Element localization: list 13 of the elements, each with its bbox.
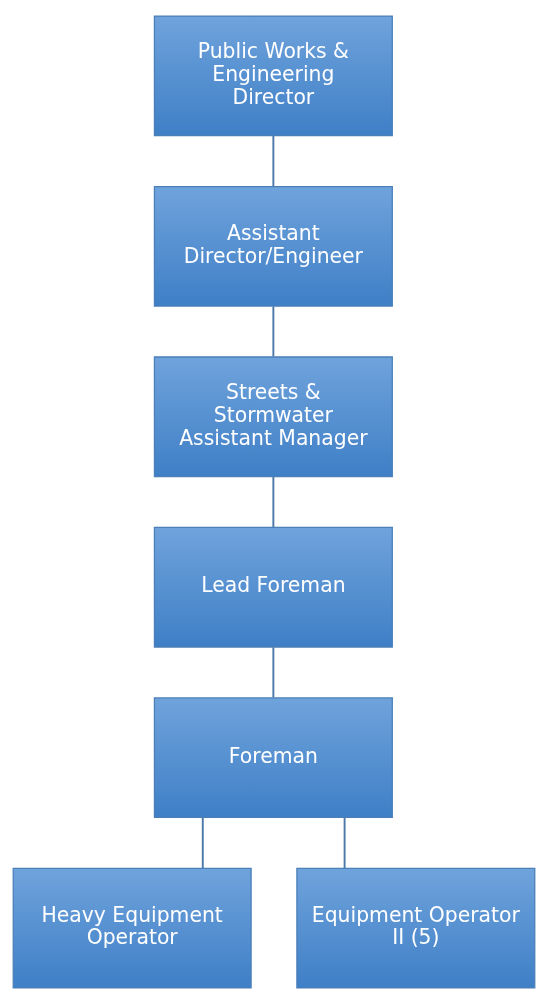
node-box: Assistant Director/Engineer — [153, 185, 393, 307]
node-box: Foreman — [153, 696, 393, 818]
node-box: Equipment Operator II (5) — [296, 867, 536, 989]
connector — [201, 816, 204, 869]
node-box: Lead Foreman — [153, 526, 393, 648]
node-box: Streets & Stormwater Assistant Manager — [153, 355, 393, 477]
connector — [272, 645, 275, 698]
connector — [272, 134, 275, 187]
connector — [272, 475, 275, 528]
node-box: Heavy Equipment Operator — [12, 867, 252, 989]
connector — [272, 304, 275, 358]
connector — [343, 816, 346, 869]
node-box: Public Works & Engineering Director — [153, 14, 393, 136]
